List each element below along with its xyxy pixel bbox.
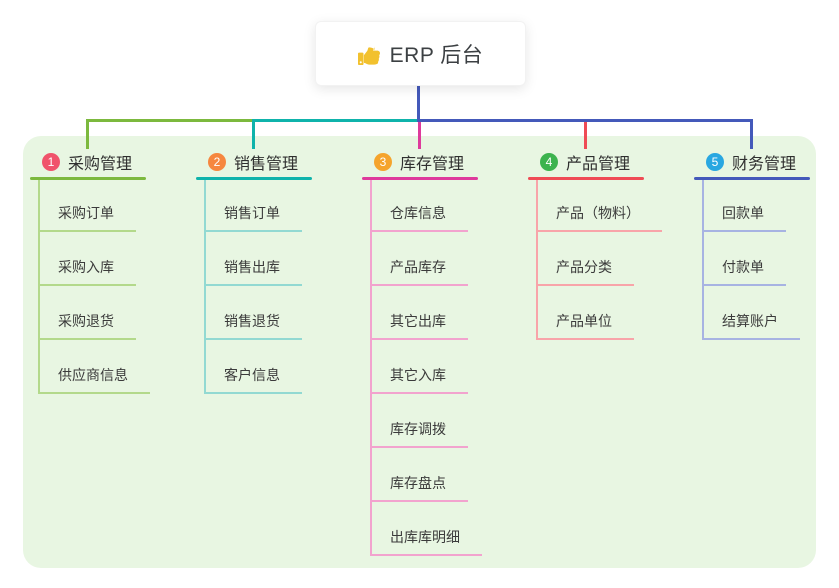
root-title: ERP 后台 <box>389 43 484 67</box>
branch-5-underline <box>694 177 810 180</box>
list-item[interactable]: 产品分类 <box>536 258 634 286</box>
list-item[interactable]: 其它入库 <box>370 366 468 394</box>
list-item[interactable]: 采购入库 <box>38 258 136 286</box>
branch-title: 产品管理 <box>566 156 631 173</box>
root-node[interactable]: ERP 后台 <box>315 21 526 86</box>
list-item[interactable]: 产品（物料） <box>536 204 662 232</box>
branch-5-number-badge: 5 <box>706 153 724 171</box>
list-item[interactable]: 供应商信息 <box>38 366 150 394</box>
branch-1-underline <box>30 177 146 180</box>
branch-4-number-badge: 4 <box>540 153 558 171</box>
branches-panel <box>23 136 816 568</box>
branch-1-child-rail <box>38 180 40 394</box>
branch-3-child-rail <box>370 180 372 556</box>
list-item[interactable]: 出库库明细 <box>370 528 482 556</box>
list-item[interactable]: 采购退货 <box>38 312 136 340</box>
branch-drop-line-3 <box>418 122 421 149</box>
trunk-segment-teal <box>252 119 421 122</box>
branch-drop-line-5 <box>750 122 753 149</box>
branch-2-child-rail <box>204 180 206 394</box>
branch-2-underline <box>196 177 312 180</box>
branch-5-child-rail <box>702 180 704 340</box>
branch-drop-line-1 <box>86 122 89 149</box>
list-item[interactable]: 采购订单 <box>38 204 136 232</box>
branch-3-number-badge: 3 <box>374 153 392 171</box>
root-drop-line <box>417 84 420 122</box>
branch-1-node[interactable]: 1 采购管理 <box>42 150 132 174</box>
branch-5-node[interactable]: 5 财务管理 <box>706 150 796 174</box>
list-item[interactable]: 销售订单 <box>204 204 302 232</box>
list-item[interactable]: 结算账户 <box>702 312 800 340</box>
branch-drop-line-4 <box>584 122 587 149</box>
list-item[interactable]: 库存调拨 <box>370 420 468 448</box>
branch-3-underline <box>362 177 478 180</box>
list-item[interactable]: 付款单 <box>702 258 786 286</box>
branch-title: 销售管理 <box>234 156 299 173</box>
branch-2-node[interactable]: 2 销售管理 <box>208 150 298 174</box>
trunk-segment-indigo <box>418 119 753 122</box>
branch-4-child-rail <box>536 180 538 340</box>
list-item[interactable]: 产品单位 <box>536 312 634 340</box>
list-item[interactable]: 库存盘点 <box>370 474 468 502</box>
branch-2-number-badge: 2 <box>208 153 226 171</box>
list-item[interactable]: 客户信息 <box>204 366 302 394</box>
branch-1-number-badge: 1 <box>42 153 60 171</box>
list-item[interactable]: 产品库存 <box>370 258 468 286</box>
branch-3-node[interactable]: 3 库存管理 <box>374 150 464 174</box>
branch-4-node[interactable]: 4 产品管理 <box>540 150 630 174</box>
list-item[interactable]: 其它出库 <box>370 312 468 340</box>
list-item[interactable]: 销售退货 <box>204 312 302 340</box>
branch-4-underline <box>528 177 644 180</box>
branch-drop-line-2 <box>252 122 255 149</box>
branch-title: 财务管理 <box>732 156 797 173</box>
trunk-segment-green <box>86 119 255 122</box>
branch-title: 库存管理 <box>400 156 465 173</box>
list-item[interactable]: 仓库信息 <box>370 204 468 232</box>
list-item[interactable]: 回款单 <box>702 204 786 232</box>
thumbs-up-icon <box>357 43 380 65</box>
branch-title: 采购管理 <box>68 156 133 173</box>
list-item[interactable]: 销售出库 <box>204 258 302 286</box>
